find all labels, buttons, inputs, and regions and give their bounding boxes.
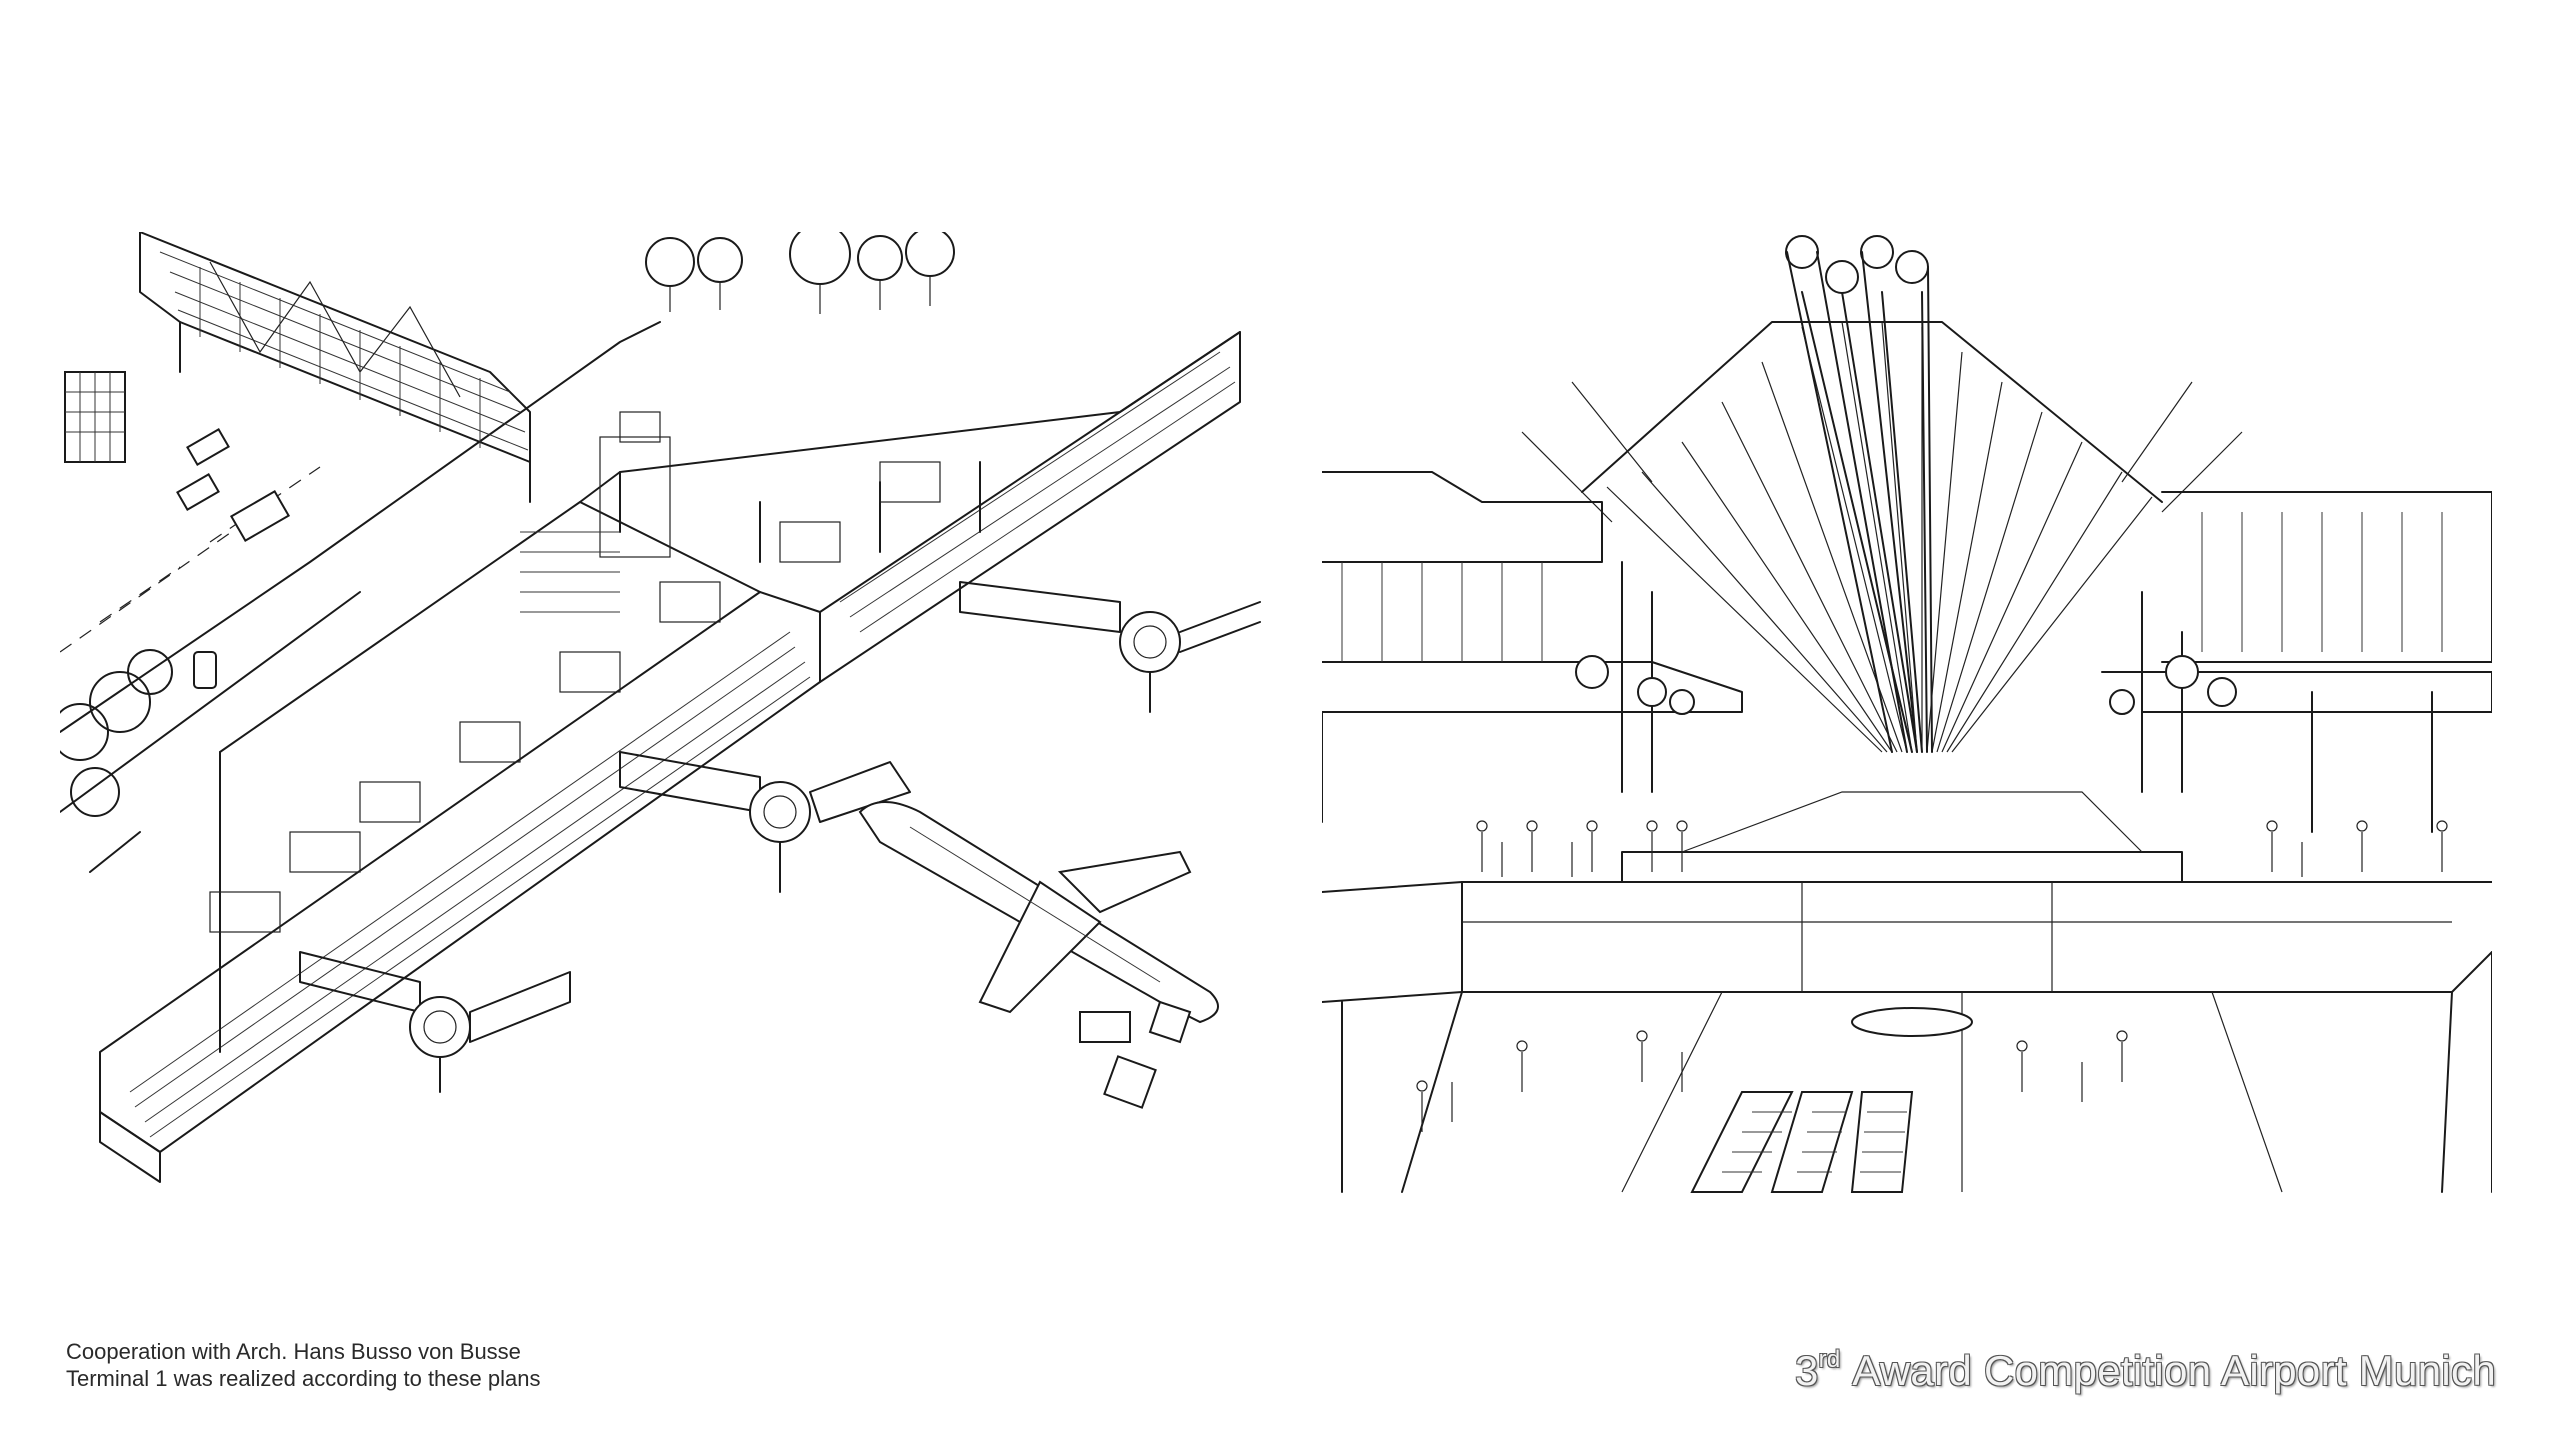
caption-line-1: Cooperation with Arch. Hans Busso von Bu…: [66, 1339, 521, 1364]
terminal-building: [99, 331, 1241, 1183]
vehicles: [176, 427, 291, 689]
award-title-text: Award Competition Airport Munich: [1842, 1347, 2496, 1394]
caption: Cooperation with Arch. Hans Busso von Bu…: [66, 1338, 540, 1392]
galleries: [1322, 471, 2492, 833]
caption-line-2: Terminal 1 was realized according to the…: [66, 1366, 541, 1391]
pendant-lights: [1575, 655, 2237, 715]
glass-bridge: [64, 232, 531, 503]
terminal-interior-perspective-icon: [1322, 235, 2492, 1193]
roof-structure: [1521, 235, 2243, 753]
terminal-interior-drawing: [1322, 232, 2492, 1212]
lower-hall: [1341, 951, 2492, 1193]
concourse: [1322, 791, 2492, 1003]
award-title: 3rd Award Competition Airport Munich: [1795, 1346, 2496, 1395]
isometric-terminal-drawing-icon: [60, 232, 1261, 1183]
award-ordinal-suffix: rd: [1818, 1346, 1841, 1373]
airplane: [858, 801, 1219, 1109]
jet-bridges: [299, 581, 1261, 1093]
trees: [60, 232, 955, 817]
terminal-isometric-drawing: [60, 232, 1278, 1212]
people: [1416, 820, 2448, 1132]
award-ordinal-number: 3: [1794, 1347, 1819, 1394]
